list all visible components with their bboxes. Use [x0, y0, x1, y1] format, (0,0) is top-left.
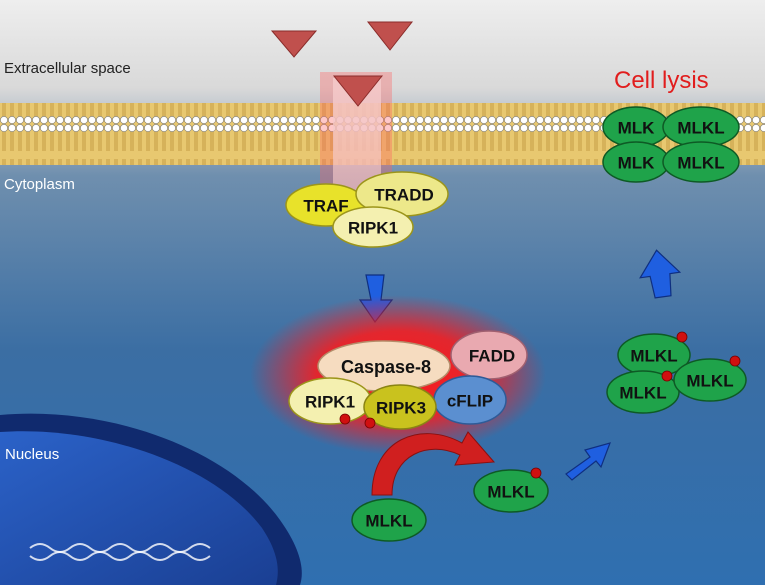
protein-ripk1-lower-label: RIPK1 — [305, 393, 355, 412]
phosphate-dot — [676, 331, 688, 343]
mlkl-label: MLKL — [487, 483, 534, 502]
phosphate-dot — [364, 417, 376, 429]
region-label-nucleus: Nucleus — [5, 446, 60, 463]
mlkl-label: MLKL — [630, 347, 677, 366]
mlkl-clipped-label: MLK — [618, 119, 656, 138]
protein-ripk1-upper: RIPK1 — [332, 206, 414, 248]
protein-mlkl-unphosphorylated: MLKL — [351, 498, 427, 542]
protein-mlkl-oligomer-left: MLKL — [606, 370, 680, 414]
protein-tradd: TRADD — [355, 171, 449, 217]
protein-fadd-label: FADD — [469, 347, 515, 366]
mlkl-label: MLKL — [677, 154, 724, 173]
protein-mlkl-pore-bottom-left: MLK — [602, 141, 670, 183]
region-label-extracellular: Extracellular space — [4, 60, 131, 77]
dna-strand-2 — [29, 551, 211, 561]
phosphate-dot — [661, 370, 673, 382]
mlkl-label: MLKL — [686, 372, 733, 391]
mlkl-label: MLKL — [677, 119, 724, 138]
protein-mlkl-pore-bottom-right: MLKL — [662, 141, 740, 183]
protein-ripk3: RIPK3 — [363, 384, 437, 430]
protein-ripk3-label: RIPK3 — [376, 399, 426, 418]
protein-mlkl-phosphorylated: MLKL — [473, 467, 549, 513]
ligand-triangle — [366, 21, 414, 51]
phosphorylation-arrow — [371, 431, 496, 496]
protein-mlkl-pore-top-left: MLK — [602, 106, 670, 148]
protein-caspase8-label: Caspase-8 — [341, 357, 431, 377]
protein-ripk1-upper-label: RIPK1 — [348, 219, 398, 238]
phosphate-dot — [729, 355, 741, 367]
protein-mlkl-oligomer-top: MLKL — [617, 331, 691, 377]
ligand-triangle — [270, 30, 318, 58]
protein-caspase8: Caspase-8 — [317, 340, 451, 392]
protein-tradd-label: TRADD — [374, 186, 434, 205]
protein-cflip-label: cFLIP — [447, 392, 493, 411]
protein-mlkl-pore-top-right: MLKL — [662, 106, 740, 148]
region-label-cytoplasm: Cytoplasm — [4, 176, 75, 193]
arrow-oligomerize — [565, 442, 611, 481]
phosphate-dot — [339, 413, 351, 425]
mlkl-label: MLKL — [365, 512, 412, 531]
mlkl-clipped-label: MLK — [618, 154, 656, 173]
protein-mlkl-oligomer-right: MLKL — [673, 355, 747, 402]
protein-ripk1-lower: RIPK1 — [288, 377, 372, 425]
ligand-triangle-bound — [332, 75, 384, 107]
protein-fadd: FADD — [450, 330, 528, 380]
protein-traf-label: TRAF — [303, 197, 348, 216]
phosphate-dot — [530, 467, 542, 479]
outcome-label: Cell lysis — [614, 67, 709, 94]
arrow-up — [639, 249, 682, 299]
protein-cflip: cFLIP — [433, 375, 507, 425]
mlkl-label: MLKL — [619, 384, 666, 403]
